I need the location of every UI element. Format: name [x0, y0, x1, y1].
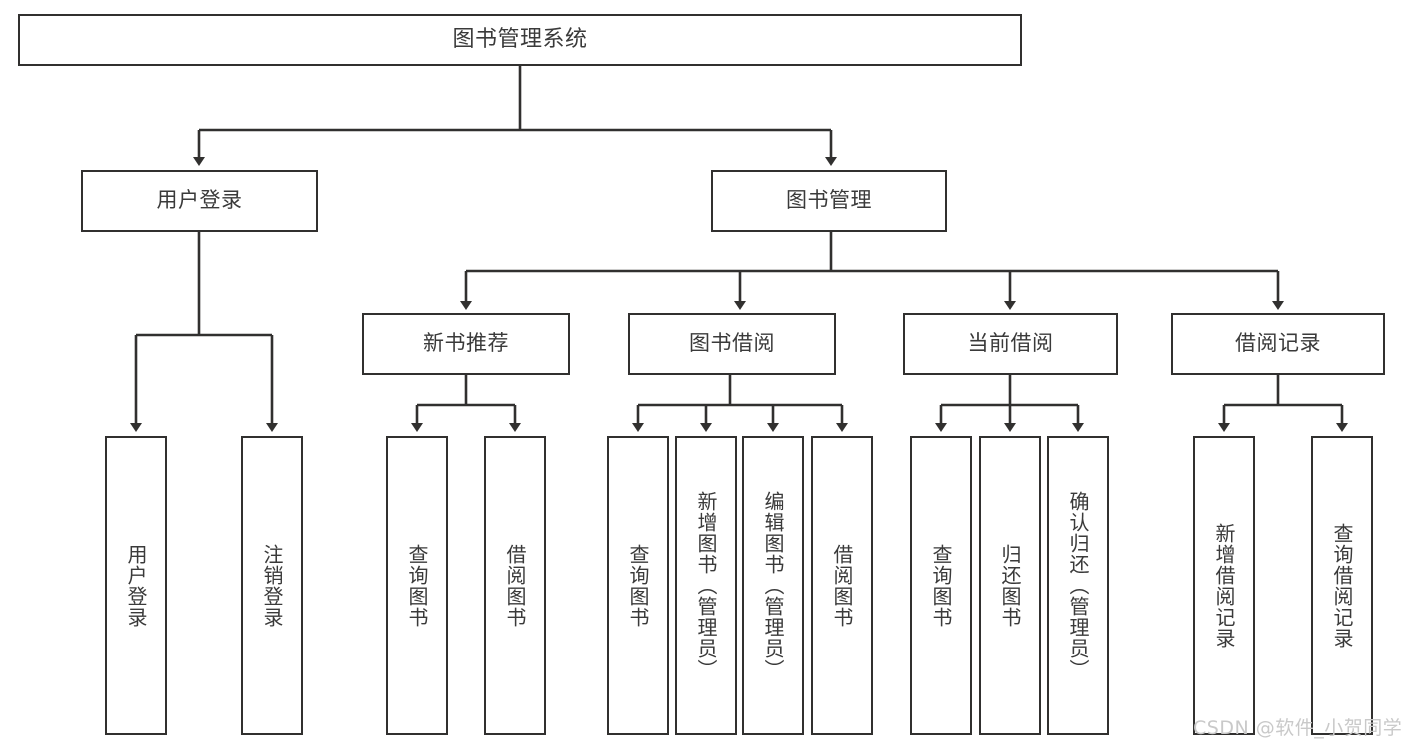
node-label: 借阅图书	[503, 543, 527, 628]
leaf-add-book-admin[interactable]: 新增图书（管理员）	[675, 436, 737, 735]
leaf-query-book-borrow[interactable]: 查询图书	[607, 436, 669, 735]
leaf-logout[interactable]: 注销登录	[241, 436, 303, 735]
node-user-login[interactable]: 用户登录	[81, 170, 318, 232]
node-label: 查询图书	[405, 543, 429, 628]
leaf-query-book-current[interactable]: 查询图书	[910, 436, 972, 735]
node-label: 注销登录	[260, 543, 284, 628]
node-label: 图书借阅	[689, 331, 775, 356]
node-label: 查询图书	[626, 543, 650, 628]
leaf-confirm-return-admin[interactable]: 确认归还（管理员）	[1047, 436, 1109, 735]
leaf-return-book[interactable]: 归还图书	[979, 436, 1041, 735]
node-label: 新增借阅记录	[1212, 522, 1236, 649]
node-label: 用户登录	[124, 543, 148, 628]
node-borrow-record[interactable]: 借阅记录	[1171, 313, 1385, 375]
node-label: 借阅记录	[1235, 331, 1321, 356]
node-label: 归还图书	[998, 543, 1022, 628]
node-new-book-recommend[interactable]: 新书推荐	[362, 313, 570, 375]
node-label: 新增图书（管理员）	[694, 491, 718, 680]
leaf-borrow-book[interactable]: 借阅图书	[811, 436, 873, 735]
leaf-add-borrow-record[interactable]: 新增借阅记录	[1193, 436, 1255, 735]
leaf-user-login[interactable]: 用户登录	[105, 436, 167, 735]
leaf-borrow-book-recommend[interactable]: 借阅图书	[484, 436, 546, 735]
leaf-edit-book-admin[interactable]: 编辑图书（管理员）	[742, 436, 804, 735]
node-label: 确认归还（管理员）	[1066, 491, 1090, 680]
node-label: 用户登录	[156, 188, 243, 213]
node-label: 新书推荐	[423, 331, 509, 356]
node-label: 借阅图书	[830, 543, 854, 628]
node-label: 查询借阅记录	[1330, 522, 1354, 649]
node-label: 图书管理系统	[452, 26, 588, 52]
leaf-query-borrow-record[interactable]: 查询借阅记录	[1311, 436, 1373, 735]
node-book-borrow[interactable]: 图书借阅	[628, 313, 836, 375]
node-label: 编辑图书（管理员）	[761, 491, 785, 680]
node-label: 当前借阅	[967, 331, 1054, 356]
leaf-query-book-recommend[interactable]: 查询图书	[386, 436, 448, 735]
node-book-management[interactable]: 图书管理	[711, 170, 947, 232]
node-current-borrow[interactable]: 当前借阅	[903, 313, 1118, 375]
node-label: 图书管理	[786, 188, 872, 213]
node-label: 查询图书	[929, 543, 953, 628]
csdn-watermark: CSDN @软件_小贺同学	[1193, 717, 1403, 739]
node-root-system[interactable]: 图书管理系统	[18, 14, 1022, 66]
